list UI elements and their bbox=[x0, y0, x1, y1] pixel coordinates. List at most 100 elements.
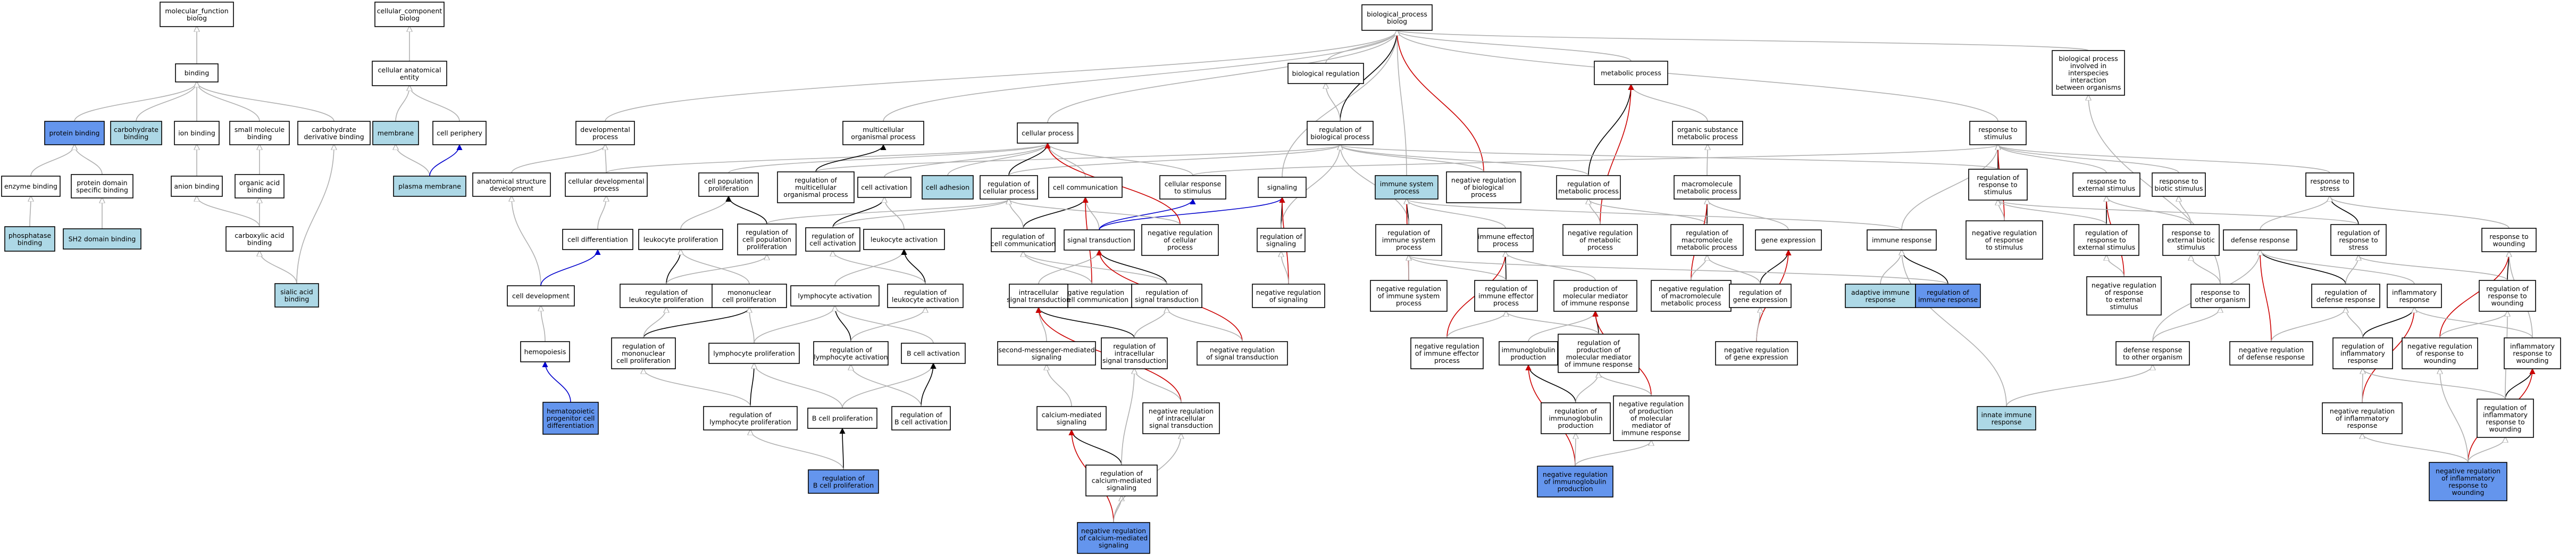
term-node-membrane[interactable]: membrane bbox=[372, 121, 419, 145]
term-node-lymphact[interactable]: lymphocyte activation bbox=[790, 285, 880, 307]
term-node-cellact[interactable]: cell activation bbox=[857, 177, 911, 198]
term-node-signaling[interactable]: signaling bbox=[1258, 177, 1307, 198]
term-node-plasmamem[interactable]: plasma membrane bbox=[393, 176, 466, 197]
term-node-rbcellact[interactable]: regulation ofB cell activation bbox=[891, 406, 951, 430]
term-node-sigtrans[interactable]: signal transduction bbox=[1064, 229, 1135, 251]
term-node-protbind[interactable]: protein binding bbox=[44, 121, 105, 145]
term-node-rbcellprolif[interactable]: regulation ofB cell proliferation bbox=[808, 469, 879, 494]
term-node-celladh[interactable]: cell adhesion bbox=[922, 175, 974, 200]
term-node-celldiff[interactable]: cell differentiation bbox=[562, 229, 633, 250]
term-node-biolreg[interactable]: biological regulation bbox=[1287, 63, 1364, 84]
term-node-cellcomm[interactable]: cell communication bbox=[1048, 177, 1123, 198]
term-node-leukprolif[interactable]: leukocyte proliferation bbox=[638, 229, 723, 250]
term-node-ionbind[interactable]: ion binding bbox=[174, 121, 220, 145]
term-node-imresp[interactable]: immune response bbox=[1867, 229, 1937, 251]
term-node-geneexp[interactable]: gene expression bbox=[1755, 229, 1822, 251]
term-node-sh2bind[interactable]: SH2 domain binding bbox=[63, 228, 141, 250]
term-node-anionbind[interactable]: anion binding bbox=[171, 176, 223, 197]
term-node-cellperiph[interactable]: cell periphery bbox=[432, 121, 487, 145]
term-node-enzbind[interactable]: enzyme binding bbox=[1, 176, 61, 197]
term-node-lymphprolif[interactable]: lymphocyte proliferation bbox=[708, 343, 800, 364]
term-node-cellproc[interactable]: cellular process bbox=[1017, 122, 1078, 144]
term-node-leukact[interactable]: leukocyte activation bbox=[863, 229, 945, 250]
term-node-celldev[interactable]: cell development bbox=[507, 285, 575, 307]
